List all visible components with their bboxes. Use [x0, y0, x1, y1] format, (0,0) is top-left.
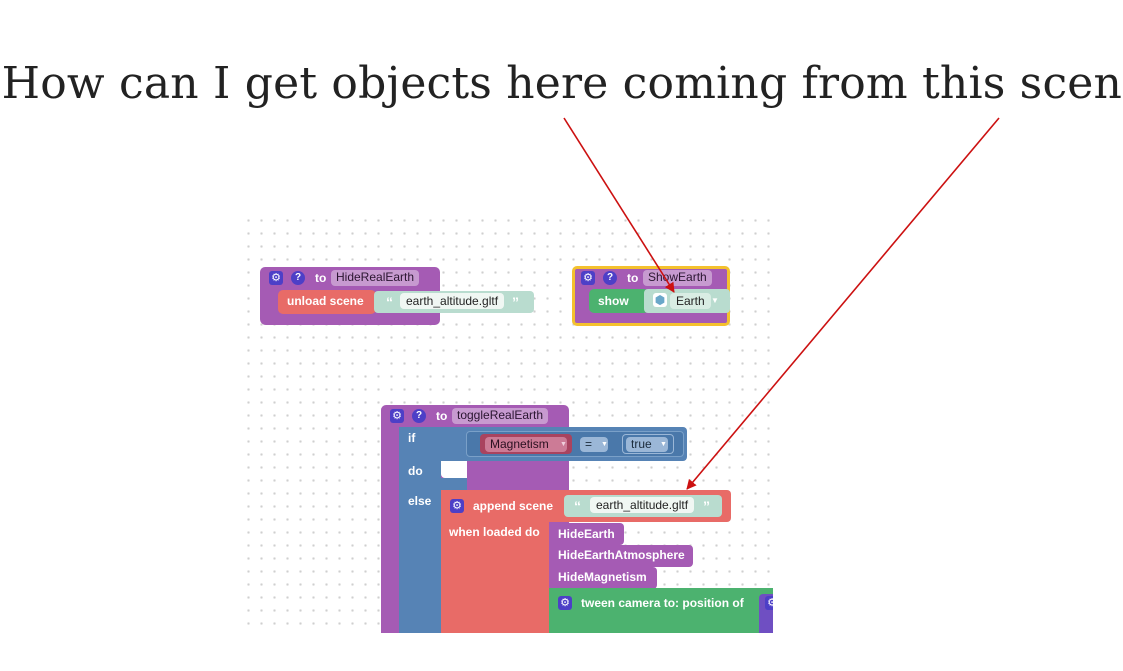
annotation-caption: How can I get objects here coming from t…	[1, 58, 1123, 109]
gear-icon[interactable]: ⚙	[390, 409, 404, 423]
unload-scene-block[interactable]	[278, 290, 376, 314]
filename-field[interactable]: earth_altitude.gltf	[590, 497, 695, 513]
gear-icon[interactable]: ⚙	[450, 499, 464, 513]
quote-close-icon: ”	[512, 294, 519, 310]
tween-camera-block[interactable]	[549, 588, 773, 633]
blockly-workspace[interactable]: ⚙ ? to HideRealEarth unload scene “ eart…	[240, 212, 773, 633]
quote-close-icon: ”	[703, 498, 710, 514]
append-scene-body	[441, 490, 549, 633]
do-slot-cap	[399, 478, 467, 490]
do-slot	[441, 461, 467, 478]
help-icon[interactable]: ?	[291, 271, 305, 285]
call-label: HideMagnetism	[558, 570, 647, 584]
else-label: else	[408, 494, 432, 508]
gear-icon[interactable]: ⚙	[558, 596, 572, 610]
help-icon[interactable]: ?	[603, 271, 617, 285]
chevron-down-icon[interactable]: ▼	[601, 441, 608, 448]
unload-scene-label: unload scene	[287, 294, 364, 308]
tween-camera-label: tween camera to: position of	[581, 596, 744, 610]
if-label: if	[408, 431, 416, 445]
call-hide-magnetism[interactable]	[549, 567, 657, 589]
show-block[interactable]	[589, 289, 649, 313]
show-label: show	[598, 294, 629, 308]
quote-open-icon: “	[386, 294, 393, 310]
chevron-down-icon[interactable]: ▼	[560, 441, 567, 448]
variable-name-field[interactable]: Magnetism	[485, 437, 567, 452]
procedure-name-field[interactable]: HideRealEarth	[331, 270, 420, 286]
quote-open-icon: “	[574, 498, 581, 514]
gear-icon[interactable]: ⚙	[269, 271, 283, 285]
when-loaded-label: when loaded do	[449, 525, 540, 539]
filename-field[interactable]: earth_altitude.gltf	[400, 293, 505, 309]
chevron-down-icon[interactable]: ▼	[660, 441, 667, 448]
append-scene-label: append scene	[473, 499, 554, 513]
call-label: HideEarth	[558, 527, 615, 541]
to-label: to	[627, 271, 639, 285]
operator-dropdown[interactable]: =	[580, 437, 609, 452]
do-label: do	[408, 464, 423, 478]
call-label: HideEarthAtmosphere	[558, 548, 685, 562]
cube-icon: ⬢	[653, 293, 667, 307]
to-label: to	[436, 409, 448, 423]
call-hide-earth-atmosphere[interactable]	[549, 545, 693, 567]
chevron-down-icon[interactable]: ▼	[711, 296, 719, 305]
call-hide-earth[interactable]	[549, 523, 624, 545]
object-name-field[interactable]: Earth	[670, 293, 711, 309]
gear-icon[interactable]: ⚙	[765, 596, 773, 610]
procedure-name-field[interactable]: toggleRealEarth	[452, 408, 549, 424]
gear-icon[interactable]: ⚙	[581, 271, 595, 285]
to-label: to	[315, 271, 327, 285]
help-icon[interactable]: ?	[412, 409, 426, 423]
if-else-block[interactable]	[399, 427, 441, 633]
boolean-dropdown[interactable]: true	[626, 437, 668, 452]
procedure-name-field[interactable]: ShowEarth	[643, 270, 712, 286]
